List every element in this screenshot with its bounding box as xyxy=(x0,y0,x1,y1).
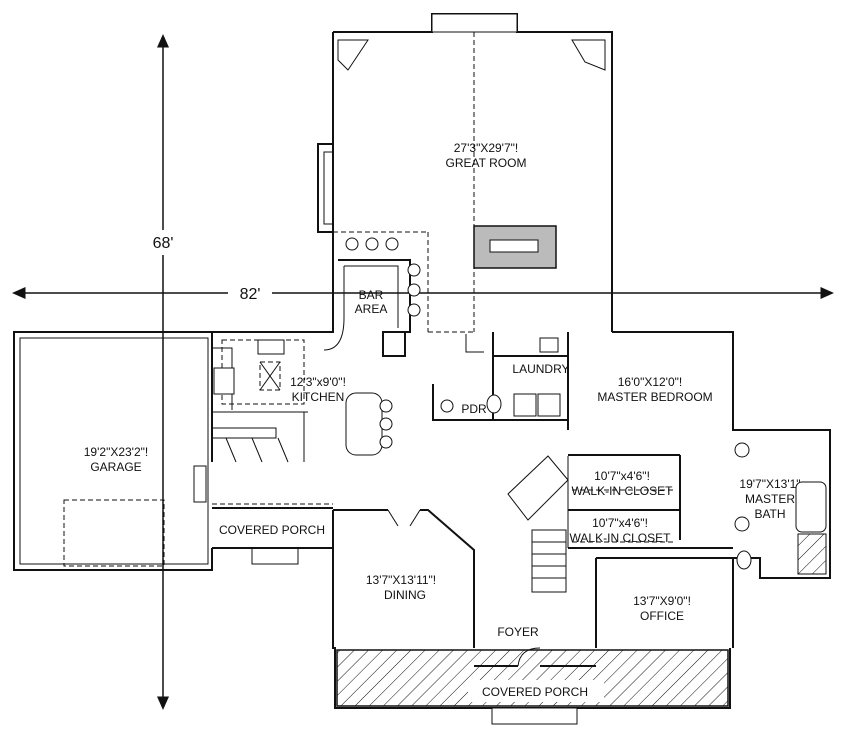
garage-size: 19'2"X23'2"! xyxy=(84,445,148,459)
dryer xyxy=(537,393,561,417)
great-room-name: GREAT ROOM xyxy=(446,156,527,170)
master-bedroom-name: MASTER BEDROOM xyxy=(597,390,712,404)
front-covered-porch-name: COVERED PORCH xyxy=(482,685,588,699)
dining-name: DINING xyxy=(384,588,426,602)
walk-in-closet-1-name: WALK-IN CLOSET xyxy=(572,484,674,498)
office: 13'7"X9'0"! OFFICE xyxy=(596,557,733,623)
walk-in-closet-2-size: 10'7"x4'6"! xyxy=(592,516,648,530)
washer xyxy=(513,393,537,417)
office-size: 13'7"X9'0"! xyxy=(633,594,691,608)
width-dimension-label: 82' xyxy=(240,286,261,303)
side-covered-porch: COVERED PORCH xyxy=(212,503,333,549)
garage-name: GARAGE xyxy=(90,460,141,474)
laundry-name: LAUNDRY xyxy=(512,362,569,376)
dimension-lines: 68' 82' xyxy=(11,34,834,710)
fireplace-hearth xyxy=(431,13,518,33)
front-covered-porch: COVERED PORCH xyxy=(336,649,729,707)
bathtub xyxy=(795,481,827,533)
pdr-name: PDR xyxy=(461,402,487,416)
dining: 13'7"X13'11"! DINING xyxy=(333,509,475,648)
stairs xyxy=(507,455,569,593)
bar-area-label-1: BAR xyxy=(359,288,384,302)
walk-in-closet-2-name: WALK-IN CLOSET xyxy=(570,531,672,545)
master-bath-name: MASTER xyxy=(745,492,795,506)
kitchen: 12'3"x9'0"! KITCHEN xyxy=(212,339,393,463)
pdr-toilet xyxy=(486,394,502,414)
master-bath-name-2: BATH xyxy=(754,507,785,521)
foyer-name: FOYER xyxy=(497,625,539,639)
exterior-walls xyxy=(13,13,831,725)
corner-fireplace-right xyxy=(571,39,606,71)
laundry-pdr: LAUNDRY PDR xyxy=(432,332,570,421)
corner-fireplace-left xyxy=(337,39,369,71)
master-bedroom: 16'0"X12'0"! MASTER BEDROOM 10'7"x4'6"! … xyxy=(567,332,733,549)
office-name: OFFICE xyxy=(640,609,684,623)
bar-area: BAR AREA xyxy=(323,259,421,357)
kitchen-name: KITCHEN xyxy=(292,390,345,404)
walk-in-closet-1-size: 10'7"x4'6"! xyxy=(594,469,650,483)
side-covered-porch-name: COVERED PORCH xyxy=(219,523,325,537)
great-room-size: 27'3"X29'7"! xyxy=(454,141,518,155)
kitchen-size: 12'3"x9'0"! xyxy=(290,375,346,389)
height-dimension-label: 68' xyxy=(153,235,174,252)
bath-toilet xyxy=(736,550,752,570)
kitchen-island xyxy=(345,392,383,456)
master-bath: 19'7"X13'1" MASTER BATH xyxy=(734,442,827,575)
cooktop xyxy=(213,367,235,395)
master-bedroom-size: 16'0"X12'0"! xyxy=(618,375,682,389)
dining-size: 13'7"X13'11"! xyxy=(366,573,436,587)
garage-door xyxy=(63,499,165,567)
bar-area-label-2: AREA xyxy=(355,302,388,316)
great-room-details: 27'3"X29'7"! GREAT ROOM xyxy=(333,32,606,333)
master-bath-size: 19'7"X13'1" xyxy=(739,477,800,491)
kitchen-sink xyxy=(257,339,285,355)
shower xyxy=(797,533,827,575)
